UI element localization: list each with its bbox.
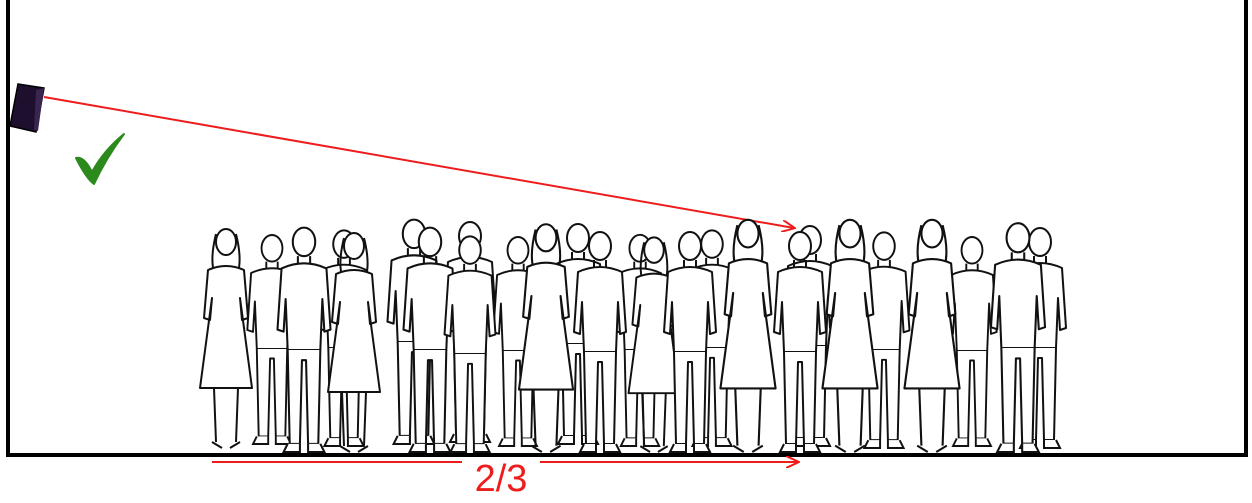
sound-ray-arrow <box>44 97 794 228</box>
speaker-icon <box>10 84 44 132</box>
distance-fraction-label: 2/3 <box>446 456 556 502</box>
checkmark-icon <box>76 134 124 184</box>
crowd-outline-icon <box>200 220 1066 452</box>
